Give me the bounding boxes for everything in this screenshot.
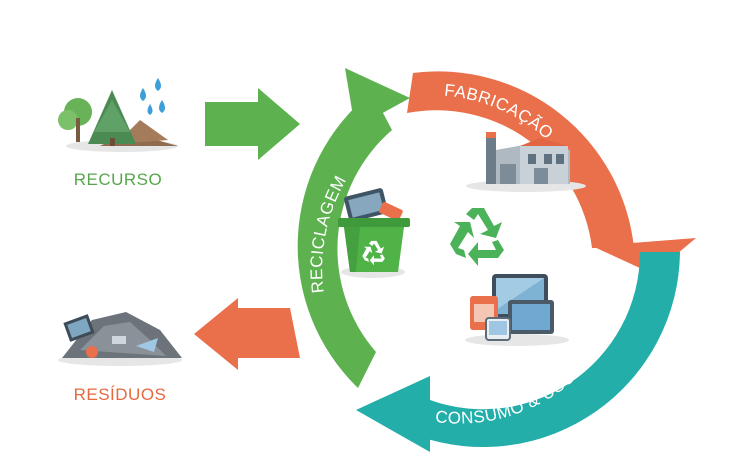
residuos-label: RESÍDUOS [73, 385, 167, 404]
recycle-symbol-icon [450, 208, 504, 266]
resource-input-arrow [205, 88, 300, 160]
consumo-arc [356, 252, 680, 452]
devices-icon [465, 274, 569, 346]
recycling-bin-icon [338, 188, 410, 278]
recurso-label: RECURSO [73, 170, 163, 189]
waste-pile-icon [58, 312, 182, 366]
tree-water-icon [58, 78, 178, 152]
reciclagem-arc [297, 68, 410, 388]
factory-icon [466, 132, 586, 192]
waste-output-arrow [194, 298, 300, 370]
